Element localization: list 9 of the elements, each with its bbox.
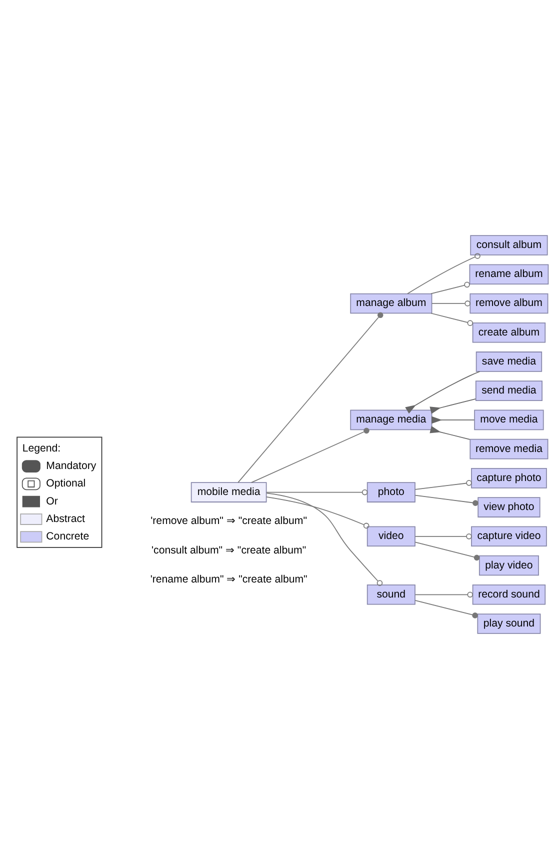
legend-label: Mandatory [46,460,96,472]
label: 'rename album" ⇒ "create album" [150,572,308,585]
label: Legend: [22,442,61,454]
label: 'remove album" ⇒ "create album" [150,514,307,527]
legend-label: Or [46,494,58,507]
legend-label: Concrete [46,530,90,542]
legend-label: Optional [46,477,86,490]
legend-label: Abstract [46,512,85,524]
label: 'consult album" ⇒ "create album" [152,544,306,556]
